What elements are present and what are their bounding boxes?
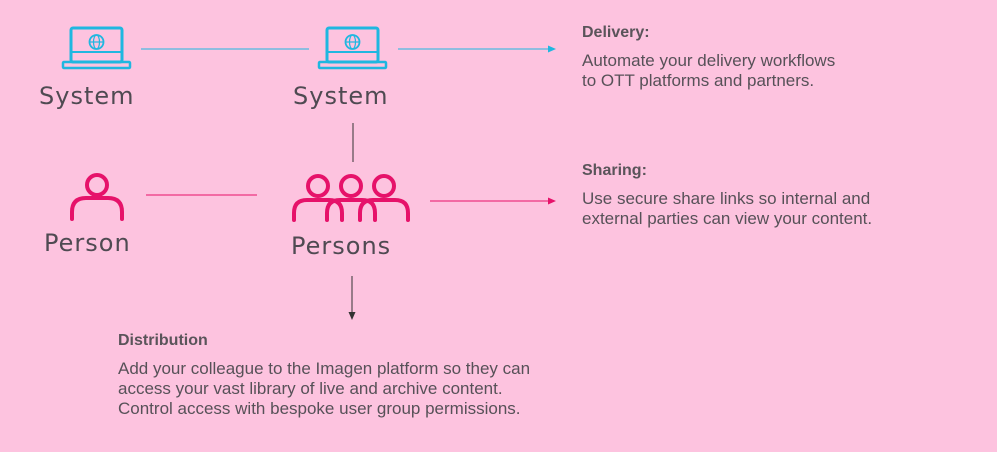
- monitor-globe-icon: [61, 26, 132, 70]
- node-label-person: Person: [44, 229, 131, 257]
- distribution-heading: Distribution: [118, 332, 208, 349]
- node-label-system-left: System: [39, 82, 135, 110]
- distribution-line: access your vast library of live and arc…: [118, 379, 503, 398]
- delivery-description: Automate your delivery workflows to OTT …: [582, 51, 835, 91]
- distribution-line: Add your colleague to the Imagen platfor…: [118, 359, 531, 378]
- node-label-persons: Persons: [291, 232, 392, 260]
- sharing-description: Use secure share links so internal and e…: [582, 189, 872, 229]
- delivery-line: Automate your delivery workflows: [582, 51, 836, 70]
- delivery-block: Delivery: Automate your delivery workflo…: [582, 24, 835, 91]
- distribution-line: Control access with bespoke user group p…: [118, 399, 521, 418]
- distribution-description: Add your colleague to the Imagen platfor…: [118, 359, 530, 419]
- arrow-to-sharing: [430, 197, 556, 205]
- distribution-block: Distribution Add your colleague to the I…: [118, 332, 530, 419]
- group-persons-icon: [292, 174, 410, 222]
- arrow-to-delivery: [398, 45, 556, 53]
- person-icon: [70, 173, 124, 221]
- sharing-heading: Sharing:: [582, 162, 647, 179]
- sharing-line: Use secure share links so internal and: [582, 189, 871, 208]
- arrow-to-distribution: [348, 276, 356, 320]
- monitor-globe-icon: [317, 26, 388, 70]
- delivery-heading: Delivery:: [582, 24, 650, 41]
- delivery-line: to OTT platforms and partners.: [582, 71, 815, 90]
- node-label-system-center: System: [293, 82, 389, 110]
- sharing-block: Sharing: Use secure share links so inter…: [582, 162, 872, 229]
- sharing-line: external parties can view your content.: [582, 209, 873, 228]
